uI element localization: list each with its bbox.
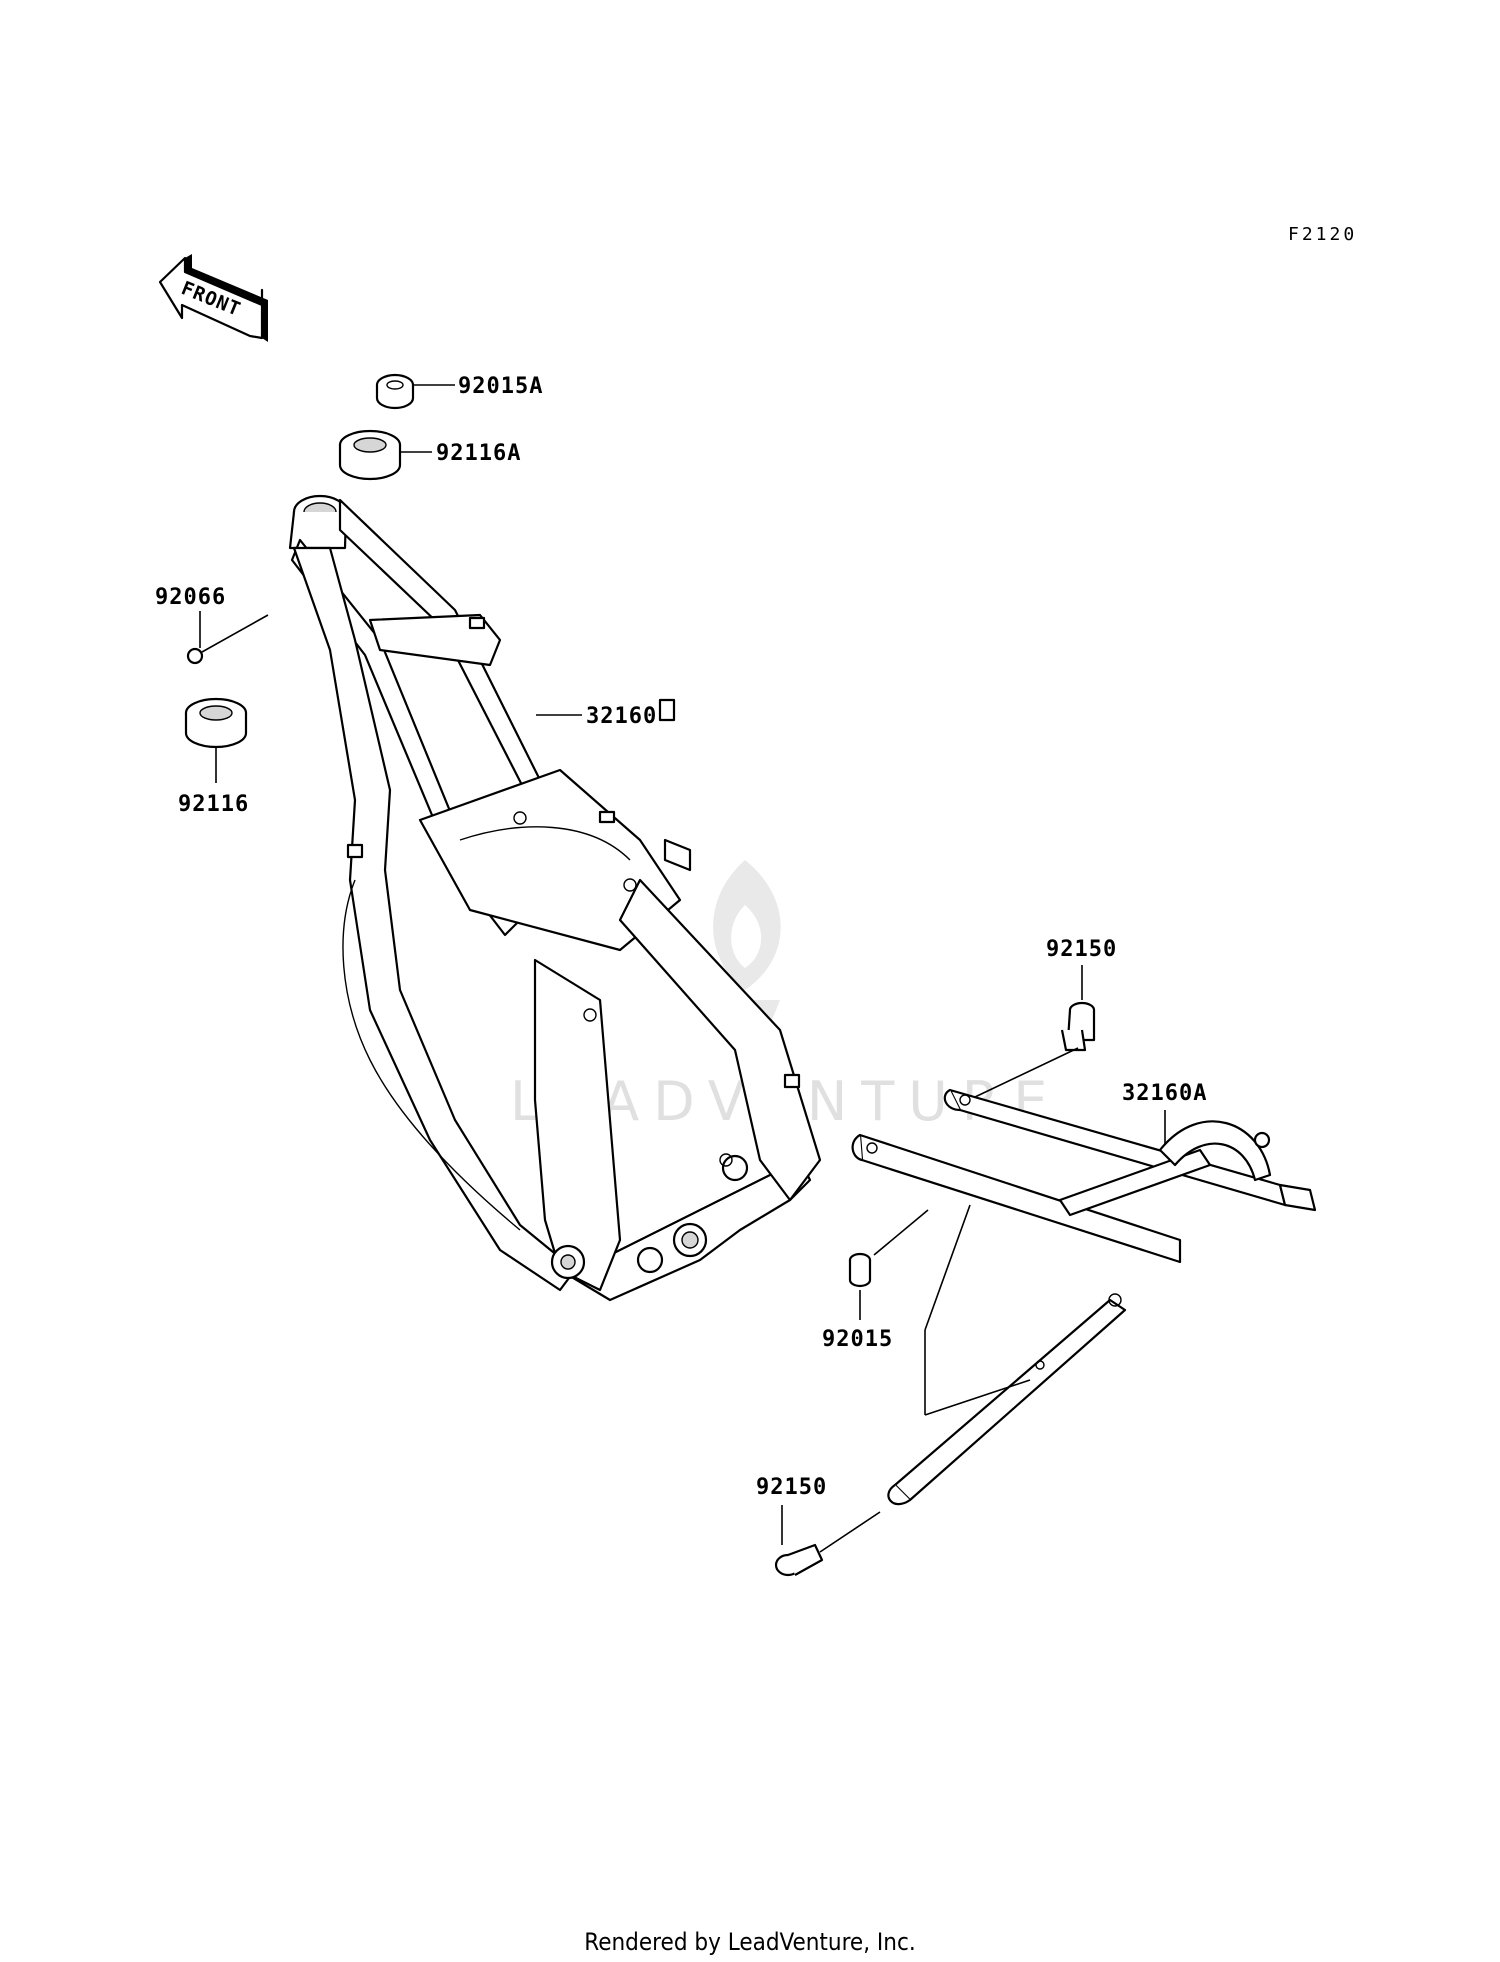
callout-92066: 92066 (155, 585, 226, 610)
front-arrow-icon: FRONT (158, 254, 268, 342)
footer-text: Rendered by LeadVenture, Inc. (584, 1928, 916, 1956)
subframe-32160A: 32160A (851, 1081, 1317, 1506)
callout-92150-top: 92150 (1046, 937, 1117, 962)
frame-32160: 32160 (288, 494, 822, 1302)
callout-92150-bottom: 92150 (756, 1475, 827, 1500)
seal-92116A: 92116A (338, 429, 521, 481)
callout-92015A: 92015A (458, 374, 543, 399)
screw-92066: 92066 (155, 585, 269, 665)
bolt-92150-bottom: 92150 (756, 1475, 881, 1577)
nut-92015A: 92015A (375, 373, 543, 410)
callout-92116: 92116 (178, 792, 249, 817)
collar-92015: 92015 (822, 1209, 929, 1352)
callout-92116A: 92116A (436, 441, 521, 466)
bolt-92150-top: 92150 (974, 937, 1117, 1098)
callout-32160: 32160 (586, 704, 657, 729)
seal-92116: 92116 (178, 697, 249, 817)
callout-92015: 92015 (822, 1327, 893, 1352)
figure-code: F2120 (1288, 224, 1357, 245)
callout-32160A: 32160A (1122, 1081, 1207, 1106)
